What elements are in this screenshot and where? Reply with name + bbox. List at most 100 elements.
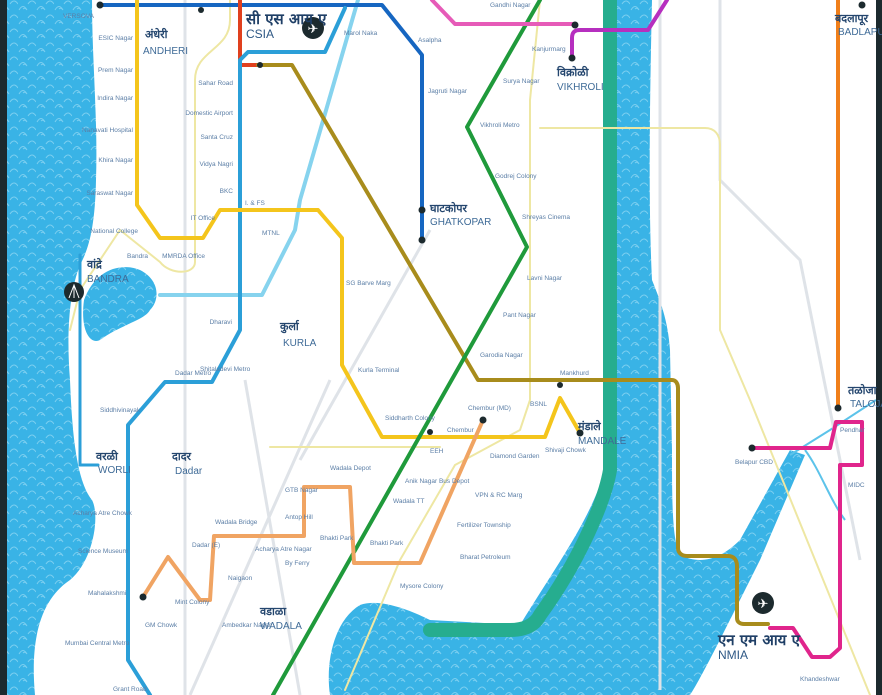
station-label: Wadala Depot [330, 465, 371, 472]
line-light-cyan [158, 0, 360, 297]
station-label: Vikhroli Metro [480, 122, 520, 129]
station-label: Sahar Road [198, 80, 233, 87]
station-label: Fertilizer Township [457, 522, 511, 529]
station-label: Shitaladevi Metro [200, 366, 251, 373]
airport-icon: ✈ [752, 592, 774, 614]
station-label: EEH [430, 448, 444, 455]
station-label: Shreyas Cinema [522, 214, 570, 221]
station-label: Dadar Metro [175, 370, 212, 377]
area-label: GHATKOPAR [430, 217, 491, 228]
area-label-devanagari: बदलापूर [834, 12, 869, 26]
station-label: Acharya Atre Chowk [73, 510, 133, 517]
station-label: Mahalakshmi [88, 590, 126, 597]
station-label: Pendhar [840, 427, 865, 434]
station-label: MTNL [262, 230, 280, 237]
area-label: MANDALE [578, 436, 627, 447]
area-label: ANDHERI [143, 46, 188, 57]
line-aqua [126, 6, 347, 695]
terminal-dots [96, 1, 866, 601]
mahim-bay [83, 267, 157, 341]
arabian-sea [0, 0, 97, 695]
station-label: Santa Cruz [200, 134, 233, 141]
station-label: Mankhurd [560, 370, 589, 377]
station-label: MIDC [848, 482, 865, 489]
station-label: Gandhi Nagar [490, 2, 531, 9]
airport-label-devanagari: एन एम आय ए [717, 631, 801, 649]
station-label: Jagruti Nagar [428, 88, 468, 95]
station-label: Saraswat Nagar [86, 190, 133, 197]
area-label-devanagari: दादर [171, 450, 192, 463]
teal-corridor [423, 0, 617, 637]
station-label: Bharat Petroleum [460, 554, 511, 561]
station-label: Bandra [127, 253, 148, 260]
station-label: IT Office [191, 215, 216, 222]
station-label: Garodia Nagar [480, 352, 523, 359]
station-label: Mint Colony [175, 599, 210, 606]
area-label: BADLAPUR [838, 27, 882, 38]
station-label: SG Barve Marg [346, 280, 391, 287]
station-label: Bhakti Park [370, 540, 404, 547]
line-light-orange [141, 418, 485, 602]
station-label: Anik Nagar Bus Depot [405, 478, 470, 485]
station-label: Prem Nagar [98, 67, 134, 74]
station-label: Grant Road [113, 686, 147, 693]
station-label: GM Chowk [145, 622, 178, 629]
station-label: Dharavi [210, 319, 232, 326]
station-label: Naigaon [228, 575, 253, 582]
station-label: Indira Nagar [97, 95, 134, 102]
station-label: MMRDA Office [162, 253, 205, 260]
station-label: Pant Nagar [503, 312, 537, 319]
airport-label-devanagari: सी एस आय ए [245, 10, 327, 28]
airport-label: CSIA [246, 27, 274, 41]
area-label-devanagari: मंडाले [577, 419, 601, 433]
line-purple [570, 0, 669, 60]
station-label: Wadala TT [393, 498, 424, 505]
station-label: By Ferry [285, 560, 310, 567]
station-label: Shivaji Chowk [545, 447, 587, 454]
area-label: Dadar [175, 466, 203, 477]
area-label: KURLA [283, 338, 317, 349]
station-label: Khira Nagar [98, 157, 134, 164]
airport-label: NMIA [718, 648, 748, 662]
left-border [0, 0, 7, 695]
area-label-devanagari: तळोजा [847, 383, 878, 397]
station-label: VPN & RC Marg [475, 492, 523, 499]
station-label: Domestic Airport [185, 110, 233, 117]
station-label: I. & FS [245, 200, 266, 207]
area-label-devanagari: विक्रोळी [556, 65, 590, 79]
station-label: Acharya Atre Nagar [255, 546, 313, 553]
station-label: Bhakti Park [320, 535, 354, 542]
station-label: VERSOVA [63, 13, 95, 20]
svg-text:✈: ✈ [308, 22, 319, 37]
area-label: TALOJA [850, 399, 882, 410]
area-label: BANDRA [87, 274, 129, 285]
thane-creek [328, 0, 805, 695]
station-label: Kurla Terminal [358, 367, 400, 374]
area-label: VIKHROLI [557, 82, 604, 93]
station-label: Siddhivinayak [100, 407, 141, 414]
station-label: National College [90, 228, 138, 235]
station-label: Mysore Colony [400, 583, 444, 590]
airport-icon: ✈ [302, 17, 324, 39]
area-label: WADALA [260, 621, 302, 632]
station-label: Khandeshwar [800, 676, 841, 683]
station-label: Godrej Colony [495, 173, 537, 180]
station-label: BSNL [530, 401, 547, 408]
pale-yellow-lines [69, 0, 871, 695]
area-label-devanagari: घाटकोपर [429, 201, 467, 215]
area-label-devanagari: वरळी [95, 449, 119, 463]
station-label: Mumbai Central Metro [65, 640, 130, 647]
station-label: Surya Nagar [503, 78, 540, 85]
station-label: BKC [220, 188, 234, 195]
area-label-devanagari: वांद्रे [86, 257, 103, 271]
station-label: ESIC Nagar [98, 35, 134, 42]
line-olive [256, 63, 770, 626]
area-label: WORLI [98, 465, 131, 476]
area-label-devanagari: अंधेरी [145, 27, 169, 41]
station-label: Chembur [447, 427, 475, 434]
line-magenta [750, 420, 864, 659]
station-label: Kanjurmarg [532, 46, 566, 53]
station-label: Science Museum [78, 548, 128, 555]
station-label: Diamond Garden [490, 453, 540, 460]
